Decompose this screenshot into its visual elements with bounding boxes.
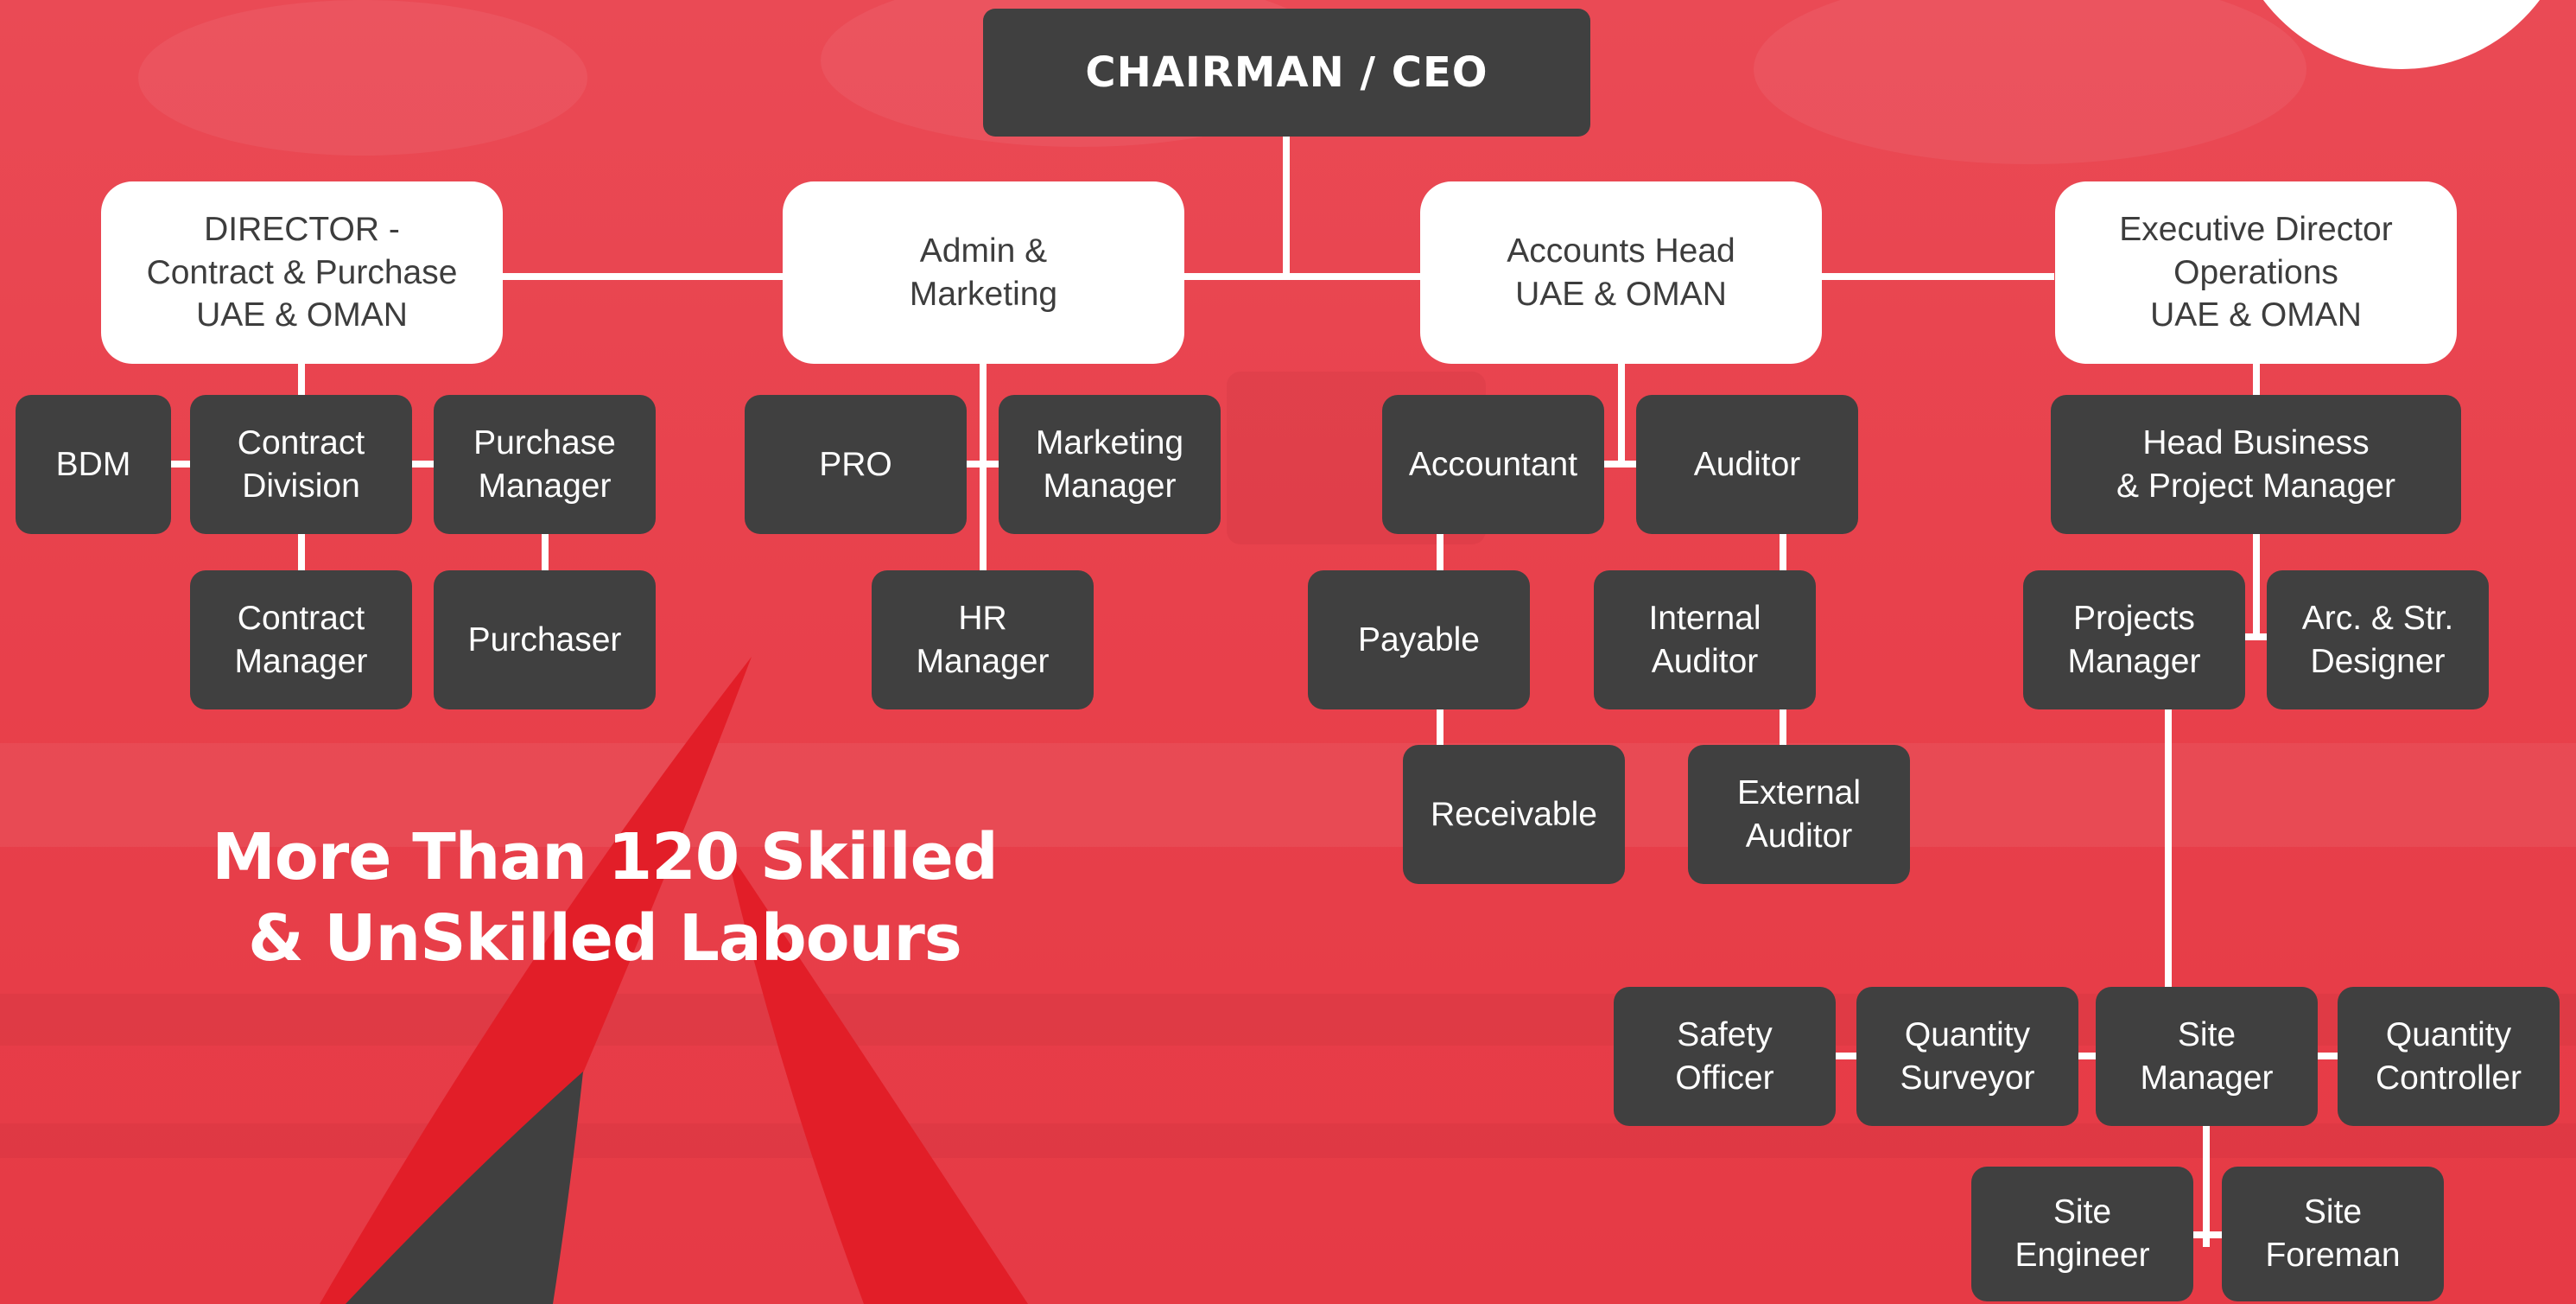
- connector-ops-trunk: [2253, 361, 2260, 400]
- director-exec-operations-box: Executive Director Operations UAE & OMAN: [2055, 181, 2457, 364]
- connector-accounts-trunk: [1618, 361, 1625, 465]
- hr-manager-box: HR Manager: [872, 570, 1094, 709]
- connector-purchase-down: [542, 534, 549, 573]
- accountant-box: Accountant: [1382, 395, 1604, 534]
- connector-site-bottom-row: [2190, 1231, 2224, 1238]
- connector-ceo-stem: [1283, 137, 1290, 275]
- head-business-project-manager-box: Head Business & Project Manager: [2051, 395, 2461, 534]
- director-admin-marketing-box: Admin & Marketing: [783, 181, 1184, 364]
- auditor-box: Auditor: [1636, 395, 1858, 534]
- quantity-surveyor-box: Quantity Surveyor: [1856, 987, 2078, 1126]
- safety-officer-box: Safety Officer: [1614, 987, 1836, 1126]
- connector-ops-head-down: [2253, 534, 2260, 638]
- bdm-box: BDM: [16, 395, 171, 534]
- connector-projects-down: [2165, 709, 2172, 989]
- labour-headline: More Than 120 Skilled & UnSkilled Labour…: [173, 817, 1037, 979]
- connector-accounts-row: [1601, 461, 1640, 468]
- connector-admin-row: [963, 461, 1002, 468]
- purchase-manager-box: Purchase Manager: [434, 395, 656, 534]
- connector-site-manager-down: [2203, 1126, 2210, 1247]
- purchaser-box: Purchaser: [434, 570, 656, 709]
- contract-manager-box: Contract Manager: [190, 570, 412, 709]
- projects-manager-box: Projects Manager: [2023, 570, 2245, 709]
- director-accounts-head-box: Accounts Head UAE & OMAN: [1420, 181, 1822, 364]
- pro-box: PRO: [745, 395, 967, 534]
- payable-box: Payable: [1308, 570, 1530, 709]
- headline-line-1: More Than 120 Skilled: [212, 820, 998, 894]
- headline-line-2: & UnSkilled Labours: [248, 901, 962, 976]
- connector-ops-designer-row: [2242, 633, 2272, 640]
- quantity-controller-box: Quantity Controller: [2338, 987, 2560, 1126]
- director-contract-purchase-box: DIRECTOR - Contract & Purchase UAE & OMA…: [101, 181, 503, 364]
- connector-director-bar: [499, 273, 2054, 280]
- marketing-manager-box: Marketing Manager: [999, 395, 1221, 534]
- contract-division-box: Contract Division: [190, 395, 412, 534]
- internal-auditor-box: Internal Auditor: [1594, 570, 1816, 709]
- site-manager-box: Site Manager: [2096, 987, 2318, 1126]
- receivable-box: Receivable: [1403, 745, 1625, 884]
- site-foreman-box: Site Foreman: [2222, 1167, 2444, 1301]
- connector-site-row: [1827, 1053, 2345, 1059]
- arc-str-designer-box: Arc. & Str. Designer: [2267, 570, 2489, 709]
- corner-circle-decoration: [2263, 0, 2540, 69]
- ceo-box: CHAIRMAN / CEO: [983, 9, 1590, 137]
- site-engineer-box: Site Engineer: [1971, 1167, 2193, 1301]
- external-auditor-box: External Auditor: [1688, 745, 1910, 884]
